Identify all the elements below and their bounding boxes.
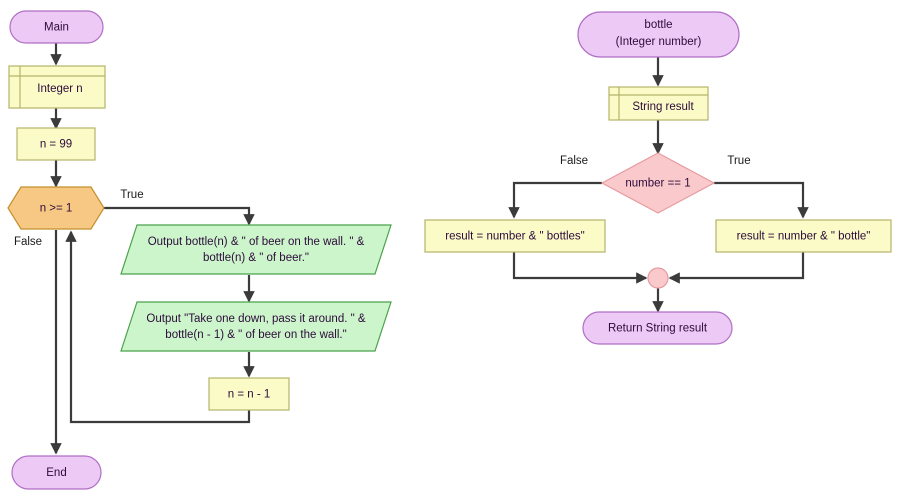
edge-condition-false (508, 181, 602, 219)
bottle-start-label-line-2: (Integer number) (616, 36, 702, 48)
decision-loop-test[interactable]: n >= 1 (7, 186, 105, 230)
edge-label-loop-true: True (120, 189, 143, 201)
process-shape (715, 219, 892, 253)
declaration-shape (608, 86, 709, 121)
io-output-take-one-down[interactable]: Output "Take one down, pass it around. "… (120, 301, 392, 352)
process-assign-n[interactable]: n = 99 (16, 127, 96, 161)
io-output-2-line-2: bottle(n - 1) & " of beer on the wall." (165, 329, 346, 341)
terminator-shape (582, 311, 733, 345)
process-decrement-n-label: n = n - 1 (228, 389, 271, 401)
terminator-shape (9, 10, 104, 44)
io-output-2-line-1: Output "Take one down, pass it around. "… (146, 313, 365, 325)
io-output-1-line-2: bottle(n) & " of beer." (203, 252, 309, 264)
edge-condition-true (714, 181, 809, 219)
bottle-start-label-line-1: bottle (644, 19, 672, 31)
main-flowchart: Main Integer n n = 99 n >= 1 True False … (7, 10, 392, 490)
process-shape (208, 377, 290, 411)
terminator-shape (577, 11, 740, 58)
bottle-return-label: Return String result (608, 323, 708, 335)
edge-plural-to-merge (512, 252, 648, 284)
edge-loopback (65, 230, 251, 424)
main-end-terminator[interactable]: End (11, 455, 102, 490)
process-shape (16, 127, 96, 161)
process-assign-plural[interactable]: result = number & " bottles" (424, 219, 606, 253)
process-decrement-n[interactable]: n = n - 1 (208, 377, 290, 411)
decision-number-equals-one-label: number == 1 (625, 178, 690, 190)
edge-loop-true (104, 206, 255, 226)
declaration-integer-n-label: Integer n (37, 83, 82, 95)
process-assign-singular[interactable]: result = number & " bottle" (715, 219, 892, 253)
process-shape (424, 219, 606, 253)
edge-singular-to-merge (668, 252, 805, 284)
declaration-integer-n[interactable]: Integer n (8, 65, 106, 109)
bottle-return-terminator[interactable]: Return String result (582, 311, 733, 345)
bottle-start-terminator[interactable]: bottle (Integer number) (577, 11, 740, 58)
declaration-shape (8, 65, 106, 109)
io-output-1-line-1: Output bottle(n) & " of beer on the wall… (148, 236, 365, 248)
diamond-shape (600, 152, 716, 214)
process-assign-plural-label: result = number & " bottles" (445, 231, 585, 243)
bottle-connectors (508, 57, 809, 313)
process-assign-n-label: n = 99 (40, 139, 72, 151)
edge-label-loop-false: False (14, 236, 42, 248)
process-assign-singular-label: result = number & " bottle" (737, 231, 871, 243)
decision-number-equals-one[interactable]: number == 1 (600, 152, 716, 214)
decision-loop-test-label: n >= 1 (40, 203, 73, 215)
edge-label-condition-true: True (727, 155, 750, 167)
declaration-string-result-label: String result (632, 101, 694, 113)
terminator-shape (11, 455, 102, 490)
bottle-flowchart: bottle (Integer number) String result nu… (424, 11, 892, 345)
main-start-label: Main (44, 22, 69, 34)
parallelogram-shape (120, 224, 392, 275)
declaration-string-result[interactable]: String result (608, 86, 709, 121)
parallelogram-shape (120, 301, 392, 352)
merge-circle-shape (647, 267, 669, 289)
io-output-bottles-on-wall[interactable]: Output bottle(n) & " of beer on the wall… (120, 224, 392, 275)
main-end-label: End (46, 467, 66, 479)
edge-label-condition-false: False (560, 155, 588, 167)
merge-connector[interactable] (647, 267, 669, 289)
hexagon-shape (7, 186, 105, 230)
main-start-terminator[interactable]: Main (9, 10, 104, 44)
main-connectors (50, 43, 255, 455)
